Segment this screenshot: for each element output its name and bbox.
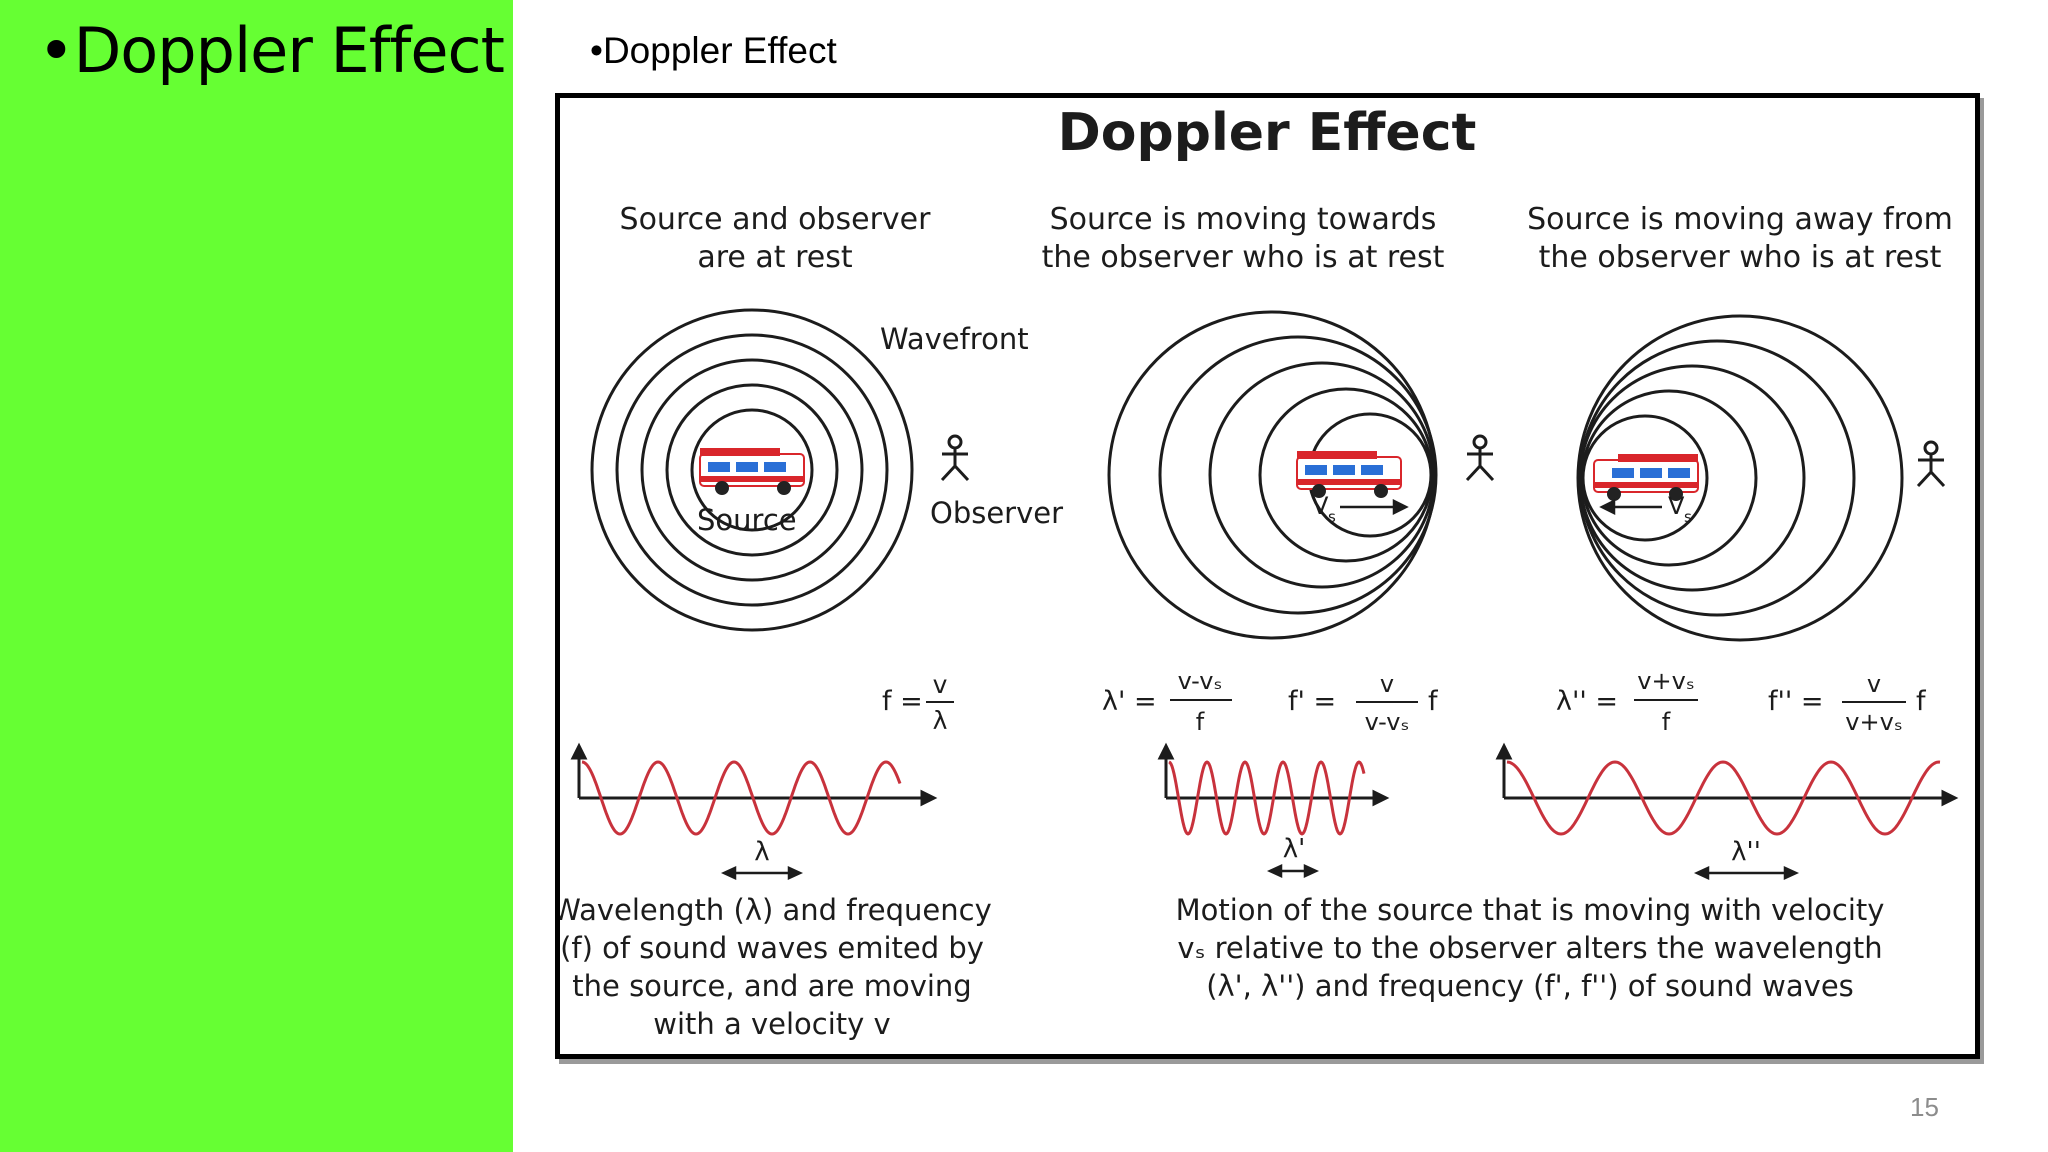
formula-towards-f: f' = v v-vₛ f	[1288, 670, 1439, 736]
panel3-heading-line2: the observer who is at rest	[1539, 240, 1942, 275]
velocity-arrow-right	[1340, 498, 1409, 516]
source-label: Source	[697, 503, 797, 537]
observer-icon	[1916, 440, 1946, 488]
slide-title: •Doppler Effect	[38, 14, 505, 87]
doppler-diagram: Doppler Effect Source and observer are a…	[560, 103, 1959, 1041]
wavelength-label-towards: λ'	[1283, 834, 1306, 864]
sine-wave-away	[1506, 760, 1941, 836]
formula-towards-lambda-den: f	[1196, 708, 1205, 736]
formula-rest-lhs: f =	[882, 686, 923, 717]
velocity-arrow-left	[1599, 498, 1662, 516]
wavelength-marker-towards	[1266, 864, 1320, 878]
formula-towards-f-den: v-vₛ	[1365, 708, 1410, 736]
vs-label: V	[1668, 492, 1685, 520]
caption-left-line: with a velocity v	[653, 1007, 890, 1041]
wave-axes-away	[1495, 742, 1959, 807]
formula-away-lambda-lhs: λ'' =	[1556, 686, 1618, 717]
vs-label: V	[1312, 492, 1329, 520]
caption-right-line: Motion of the source that is moving with…	[1176, 893, 1885, 927]
caption-right-line: (λ', λ'') and frequency (f', f'') of sou…	[1206, 969, 1854, 1003]
wavelength-marker-rest	[720, 866, 804, 880]
caption-left-line: the source, and are moving	[572, 969, 971, 1003]
caption-left-line: Wavelength (λ) and frequency	[560, 893, 992, 927]
formula-towards-lambda: λ' = v-vₛ f	[1102, 667, 1232, 736]
formula-away-lambda-den: f	[1662, 708, 1671, 736]
caption-right: Motion of the source that is moving with…	[1176, 893, 1885, 1003]
formula-rest: f = v λ	[882, 670, 954, 735]
panel1-heading-line2: are at rest	[697, 240, 852, 275]
formula-away-f: f'' = v v+vₛ f	[1768, 670, 1927, 736]
vs-subscript: s	[1328, 508, 1336, 526]
wavelength-label-away: λ''	[1731, 837, 1761, 867]
caption-left-line: (f) of sound waves emited by	[560, 931, 984, 965]
formula-away-lambda-num: v+vₛ	[1637, 667, 1694, 695]
formula-towards-f-lhs: f' =	[1288, 686, 1336, 717]
caption-right-line: vₛ relative to the observer alters the w…	[1177, 931, 1882, 965]
slide-number: 15	[1910, 1092, 1939, 1122]
caption-left: Wavelength (λ) and frequency (f) of soun…	[560, 893, 992, 1041]
formula-rest-num: v	[933, 670, 948, 699]
ambulance-icon	[699, 448, 805, 495]
doppler-effect-figure: Doppler Effect Source and observer are a…	[555, 93, 1980, 1059]
sine-wave-rest	[581, 760, 902, 836]
panel3-heading-line1: Source is moving away from	[1527, 202, 1953, 237]
formula-away-f-suffix: f	[1916, 686, 1927, 717]
panel1-heading-line1: Source and observer	[620, 202, 932, 237]
observer-label: Observer	[930, 496, 1063, 530]
panel3-wavefronts	[1576, 314, 1904, 642]
vs-subscript: s	[1684, 508, 1692, 526]
formula-away-f-den: v+vₛ	[1845, 708, 1902, 736]
formula-away-f-num: v	[1867, 670, 1881, 698]
sine-wave-towards	[1168, 760, 1366, 836]
wavelength-label-rest: λ	[754, 837, 769, 867]
ambulance-icon	[1296, 451, 1402, 498]
ambulance-icon	[1593, 454, 1699, 501]
formula-towards-f-suffix: f	[1428, 686, 1439, 717]
wavelength-marker-away	[1693, 866, 1800, 880]
panel2-heading-line2: the observer who is at rest	[1042, 240, 1445, 275]
observer-icon	[1465, 434, 1495, 482]
wavefront-label: Wavefront	[880, 322, 1029, 356]
formula-towards-lambda-lhs: λ' =	[1102, 686, 1157, 717]
panel2-wavefronts	[1107, 310, 1438, 640]
figure-title: Doppler Effect	[1058, 103, 1477, 163]
formula-rest-den: λ	[933, 706, 948, 735]
formula-towards-lambda-num: v-vₛ	[1178, 667, 1223, 695]
left-title-panel: •Doppler Effect	[0, 0, 513, 1152]
bullet-title: •Doppler Effect	[590, 30, 837, 71]
formula-away-lambda: λ'' = v+vₛ f	[1556, 667, 1698, 736]
formula-away-f-lhs: f'' =	[1768, 686, 1824, 717]
panel2-heading-line1: Source is moving towards	[1050, 202, 1437, 237]
panel1-wavefronts	[590, 308, 914, 632]
formula-towards-f-num: v	[1380, 670, 1394, 698]
observer-icon	[940, 434, 970, 482]
